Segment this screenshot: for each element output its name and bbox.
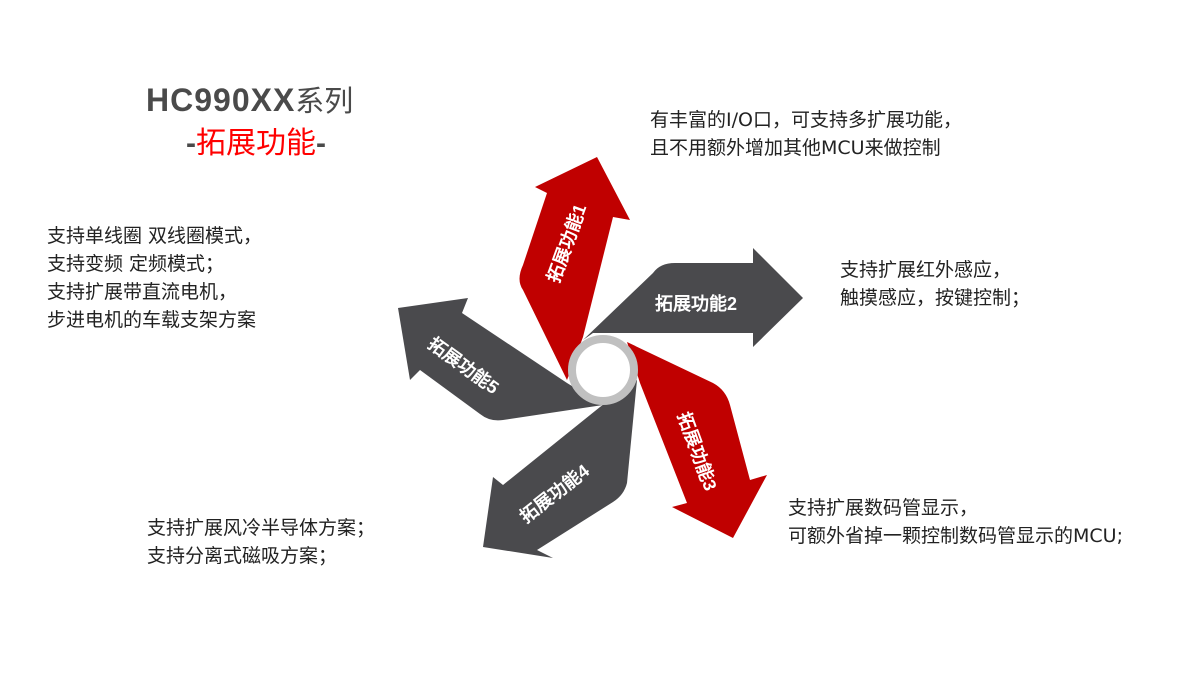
subtitle-dash: - (186, 127, 196, 160)
title-series: 系列 (295, 84, 354, 118)
desc-line: 有丰富的I/O口，可支持多扩展功能， (650, 109, 962, 131)
arrow-function-1 (519, 157, 630, 380)
arrow-label-2: 拓展功能2 (655, 294, 738, 314)
desc-line: 支持扩展数码管显示， (788, 497, 979, 519)
arrow-function-4 (483, 380, 637, 558)
desc-line: 步进电机的车载支架方案 (47, 309, 257, 331)
desc-line: 支持单线圈 双线圈模式， (47, 225, 263, 247)
subtitle-text: 拓展功能 (196, 126, 316, 161)
description-function-5: 支持单线圈 双线圈模式， 支持变频 定频模式； 支持扩展带直流电机， 步进电机的… (47, 222, 262, 334)
arrow-function-3 (627, 342, 767, 538)
title-code: HC990XX (146, 82, 296, 118)
slide-title: HC990XX系列 (146, 78, 353, 120)
desc-line: 触摸感应，按键控制； (840, 287, 1031, 309)
desc-line: 可额外省掉一颗控制数码管显示的MCU; (788, 525, 1123, 547)
desc-line: 支持分离式磁吸方案； (147, 545, 338, 567)
arrow-function-2 (583, 248, 803, 347)
description-function-1: 有丰富的I/O口，可支持多扩展功能， 且不用额外增加其他MCU来做控制 (650, 106, 962, 162)
desc-line: 且不用额外增加其他MCU来做控制 (650, 137, 941, 159)
desc-line: 支持扩展红外感应， (840, 259, 1012, 281)
arrow-function-5 (398, 298, 603, 421)
desc-line: 支持变频 定频模式； (47, 253, 225, 275)
desc-line: 支持扩展风冷半导体方案； (147, 517, 376, 539)
description-function-2: 支持扩展红外感应， 触摸感应，按键控制； (840, 256, 1030, 312)
subtitle-dash: - (316, 127, 326, 160)
description-function-4: 支持扩展风冷半导体方案； 支持分离式磁吸方案； (147, 514, 375, 570)
center-ring (568, 335, 638, 405)
description-function-3: 支持扩展数码管显示， 可额外省掉一颗控制数码管显示的MCU; (788, 494, 1123, 550)
slide-subtitle: -拓展功能- (186, 118, 326, 162)
desc-line: 支持扩展带直流电机， (47, 281, 238, 303)
